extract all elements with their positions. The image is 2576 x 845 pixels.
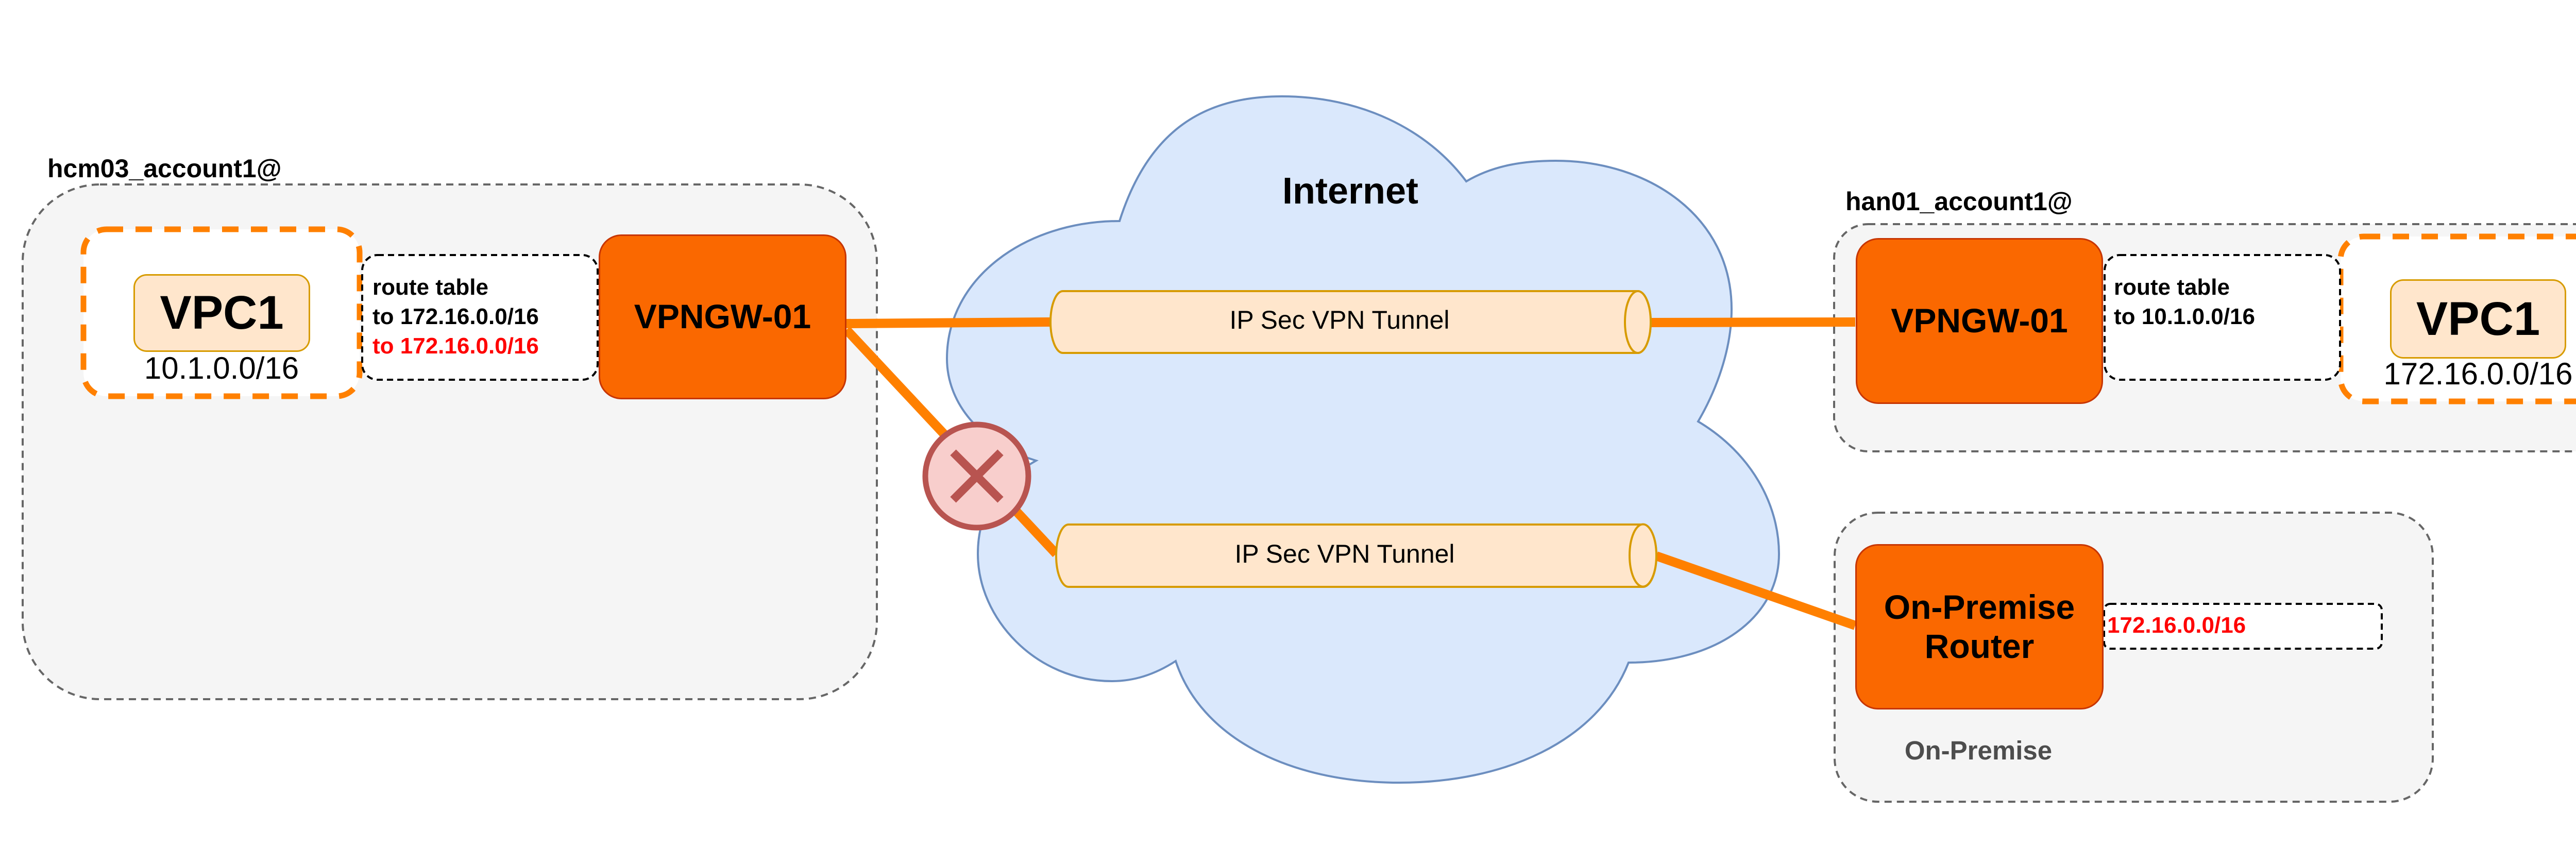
on-premise-router-name-line1: On-Premise <box>1884 587 2075 626</box>
left-vpn-gateway[interactable]: VPNGW-01 <box>599 234 846 399</box>
connection-tunnel-1-to-right-gw <box>1650 317 1856 327</box>
on-premise-router-name-line2: Router <box>1924 627 2035 665</box>
left-route-table-title: route table <box>372 275 488 300</box>
left-route-table-box <box>361 254 599 381</box>
right-vpn-gateway[interactable]: VPNGW-01 <box>1856 238 2103 404</box>
left-vpc-name: VPC1 <box>160 286 284 339</box>
on-premise-label: On-Premise <box>1904 736 2053 765</box>
left-route-entry: to 172.16.0.0/16 <box>372 304 539 329</box>
on-premise-router[interactable]: On-Premise Router <box>1855 544 2104 709</box>
right-route-table-box <box>2104 254 2341 381</box>
left-vpn-gateway-name: VPNGW-01 <box>634 297 811 336</box>
right-vpc-name: VPC1 <box>2416 292 2540 345</box>
right-route-table-title: route table <box>2114 275 2230 300</box>
tunnel-1-label: IP Sec VPN Tunnel <box>1229 306 1450 334</box>
right-account-label: han01_account1@ <box>1845 187 2073 216</box>
on-premise-route-box <box>2103 603 2383 650</box>
internet-label: Internet <box>1282 171 1419 212</box>
left-vpc-cidr: 10.1.0.0/16 <box>144 351 299 385</box>
right-vpc-node[interactable]: VPC1 <box>2390 279 2566 359</box>
left-route-entry-highlighted: to 172.16.0.0/16 <box>372 333 539 359</box>
right-vpn-gateway-name: VPNGW-01 <box>1891 301 2068 340</box>
tunnel-1-cylinder <box>1049 290 1652 354</box>
right-vpc-cidr: 172.16.0.0/16 <box>2383 357 2573 391</box>
connection-left-gw-to-tunnel-1 <box>846 317 1052 328</box>
tunnel-2-cylinder <box>1055 523 1657 588</box>
tunnel-2-label: IP Sec VPN Tunnel <box>1234 539 1455 568</box>
connection-tunnel-2-to-router <box>1655 551 1857 630</box>
right-route-table: route table to 10.1.0.0/16 <box>2114 273 2255 331</box>
left-vpc-node[interactable]: VPC1 <box>133 274 310 352</box>
left-account-label: hcm03_account1@ <box>47 154 282 183</box>
right-route-entry: to 10.1.0.0/16 <box>2114 304 2255 329</box>
on-premise-route: 172.16.0.0/16 <box>2107 613 2246 638</box>
left-route-table: route table to 172.16.0.0/16 to 172.16.0… <box>372 273 539 361</box>
x-circle-icon <box>922 421 1031 531</box>
